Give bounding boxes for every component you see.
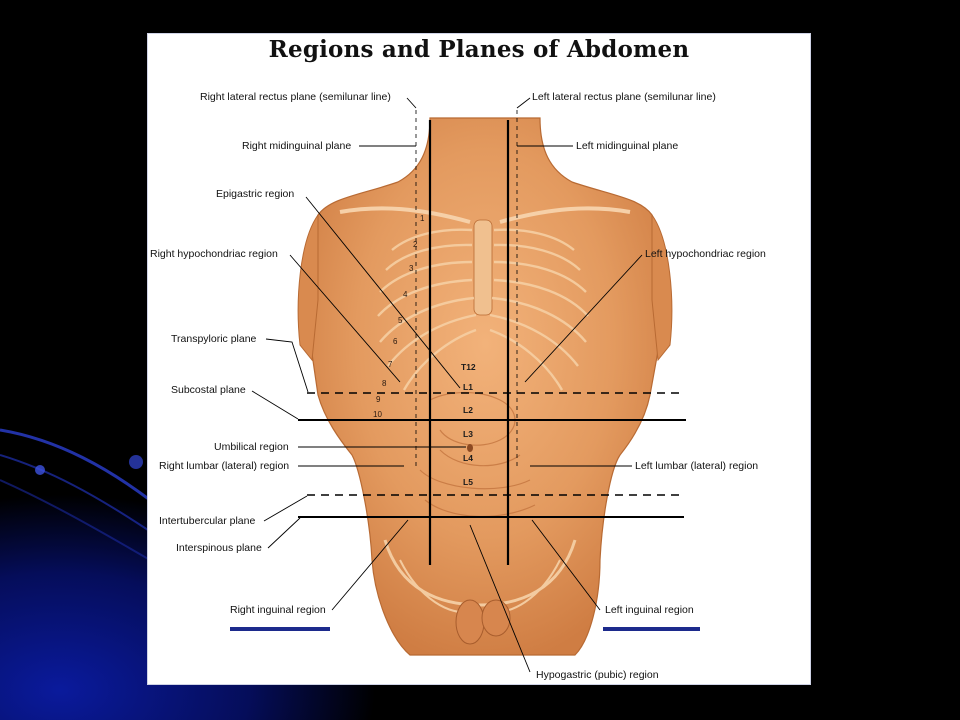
label-intertubercular-plane: Intertubercular plane xyxy=(159,515,255,527)
vertebra-label: T12 xyxy=(461,362,476,372)
label-subcostal-plane: Subcostal plane xyxy=(171,384,246,396)
vertebra-label: L2 xyxy=(463,405,473,415)
vertebrae-labels: T12 L1 L2 L3 L4 L5 xyxy=(461,362,476,487)
rib-number: 7 xyxy=(388,360,393,369)
label-left-hypochondriac-region: Left hypochondriac region xyxy=(645,248,766,260)
accent-bar-left xyxy=(230,627,330,631)
label-hypogastric-region: Hypogastric (pubic) region xyxy=(536,669,659,681)
rib-numbers: 1 2 3 4 5 6 7 8 9 10 xyxy=(373,214,425,419)
rib-number: 9 xyxy=(376,395,381,404)
vertical-planes xyxy=(415,110,518,565)
label-right-midinguinal-plane: Right midinguinal plane xyxy=(242,140,351,152)
label-right-lumbar-region: Right lumbar (lateral) region xyxy=(159,460,289,472)
accent-bar-right xyxy=(603,627,700,631)
page-title: Regions and Planes of Abdomen xyxy=(268,36,690,63)
region-labels: Right lateral rectus plane (semilunar li… xyxy=(150,91,766,681)
torso-illustration xyxy=(297,117,673,656)
horizontal-planes xyxy=(298,392,686,518)
label-umbilical-region: Umbilical region xyxy=(214,441,289,453)
rib-number: 6 xyxy=(393,337,398,346)
rib-number: 8 xyxy=(382,379,387,388)
rib-number: 5 xyxy=(398,316,403,325)
label-left-inguinal-region: Left inguinal region xyxy=(605,604,694,616)
label-interspinous-plane: Interspinous plane xyxy=(176,542,262,554)
label-left-lateral-rectus-plane: Left lateral rectus plane (semilunar lin… xyxy=(532,91,716,103)
label-right-lateral-rectus-plane: Right lateral rectus plane (semilunar li… xyxy=(200,91,391,103)
label-right-hypochondriac-region: Right hypochondriac region xyxy=(150,248,278,260)
label-left-midinguinal-plane: Left midinguinal plane xyxy=(576,140,678,152)
label-left-lumbar-region: Left lumbar (lateral) region xyxy=(635,460,758,472)
leader-lines xyxy=(251,97,643,673)
vertebra-label: L4 xyxy=(463,453,473,463)
vertebra-label: L3 xyxy=(463,429,473,439)
rib-number: 3 xyxy=(409,264,414,273)
vertebra-label: L5 xyxy=(463,477,473,487)
rib-number: 2 xyxy=(413,240,418,249)
label-right-inguinal-region: Right inguinal region xyxy=(230,604,326,616)
label-transpyloric-plane: Transpyloric plane xyxy=(171,333,257,345)
rib-number: 4 xyxy=(403,290,408,299)
rib-number: 10 xyxy=(373,410,382,419)
vertebra-label: L1 xyxy=(463,382,473,392)
label-epigastric-region: Epigastric region xyxy=(216,188,294,200)
rib-number: 1 xyxy=(420,214,425,223)
